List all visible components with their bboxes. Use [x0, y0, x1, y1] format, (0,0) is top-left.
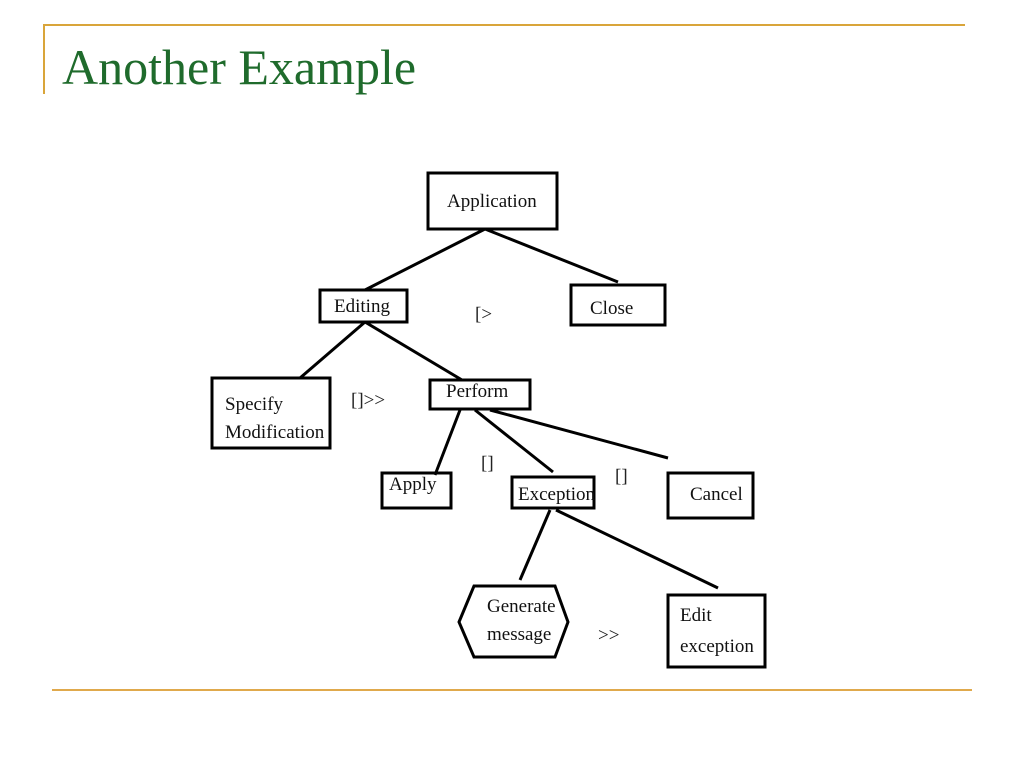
- label-generate-line1: Generate: [487, 596, 556, 617]
- node-generate-hexagon: [457, 584, 570, 659]
- label-application: Application: [447, 191, 537, 212]
- node-edit-box: [666, 593, 767, 669]
- footer-rule: [52, 689, 972, 691]
- edge-editing-specify: [299, 320, 366, 380]
- node-application-box: [426, 171, 559, 231]
- edge-perform-cancel: [489, 408, 669, 460]
- node-close-box: [569, 283, 667, 327]
- edge-perform-apply: [433, 409, 462, 476]
- node-cancel-box: [666, 471, 755, 520]
- node-exception-box: [510, 475, 596, 510]
- label-edit-line1: Edit: [680, 605, 712, 626]
- label-exception: Exception: [518, 484, 596, 505]
- slide-title: Another Example: [62, 39, 417, 95]
- tree-edges: [299, 227, 719, 590]
- label-specify-line2: Modification: [225, 422, 325, 443]
- edge-application-editing: [364, 227, 486, 292]
- edge-perform-exception: [474, 408, 554, 474]
- label-close: Close: [590, 298, 633, 319]
- operator-enabling-info: []>>: [351, 390, 385, 411]
- label-edit-line2: exception: [680, 636, 754, 657]
- tree-nodes: [210, 171, 767, 669]
- operator-disabling: [>: [475, 304, 492, 325]
- operator-choice-1: []: [481, 453, 494, 474]
- node-editing-box: [318, 288, 409, 324]
- label-generate-line2: message: [487, 624, 551, 645]
- label-cancel: Cancel: [690, 484, 743, 505]
- edge-editing-perform: [364, 320, 463, 382]
- node-perform-box: [428, 378, 532, 411]
- node-specify-box: [210, 376, 332, 450]
- operator-enabling: >>: [598, 625, 619, 646]
- label-specify-line1: Specify: [225, 394, 284, 415]
- title-rule-left: [43, 24, 45, 94]
- label-perform: Perform: [446, 381, 508, 402]
- edge-application-close: [484, 227, 619, 284]
- edge-exception-edit: [555, 508, 719, 590]
- label-editing: Editing: [334, 296, 390, 317]
- node-apply-box: [380, 471, 453, 510]
- label-apply: Apply: [389, 474, 437, 495]
- edge-exception-generate: [518, 509, 552, 581]
- operator-choice-2: []: [615, 466, 628, 487]
- title-rule-top: [43, 24, 965, 26]
